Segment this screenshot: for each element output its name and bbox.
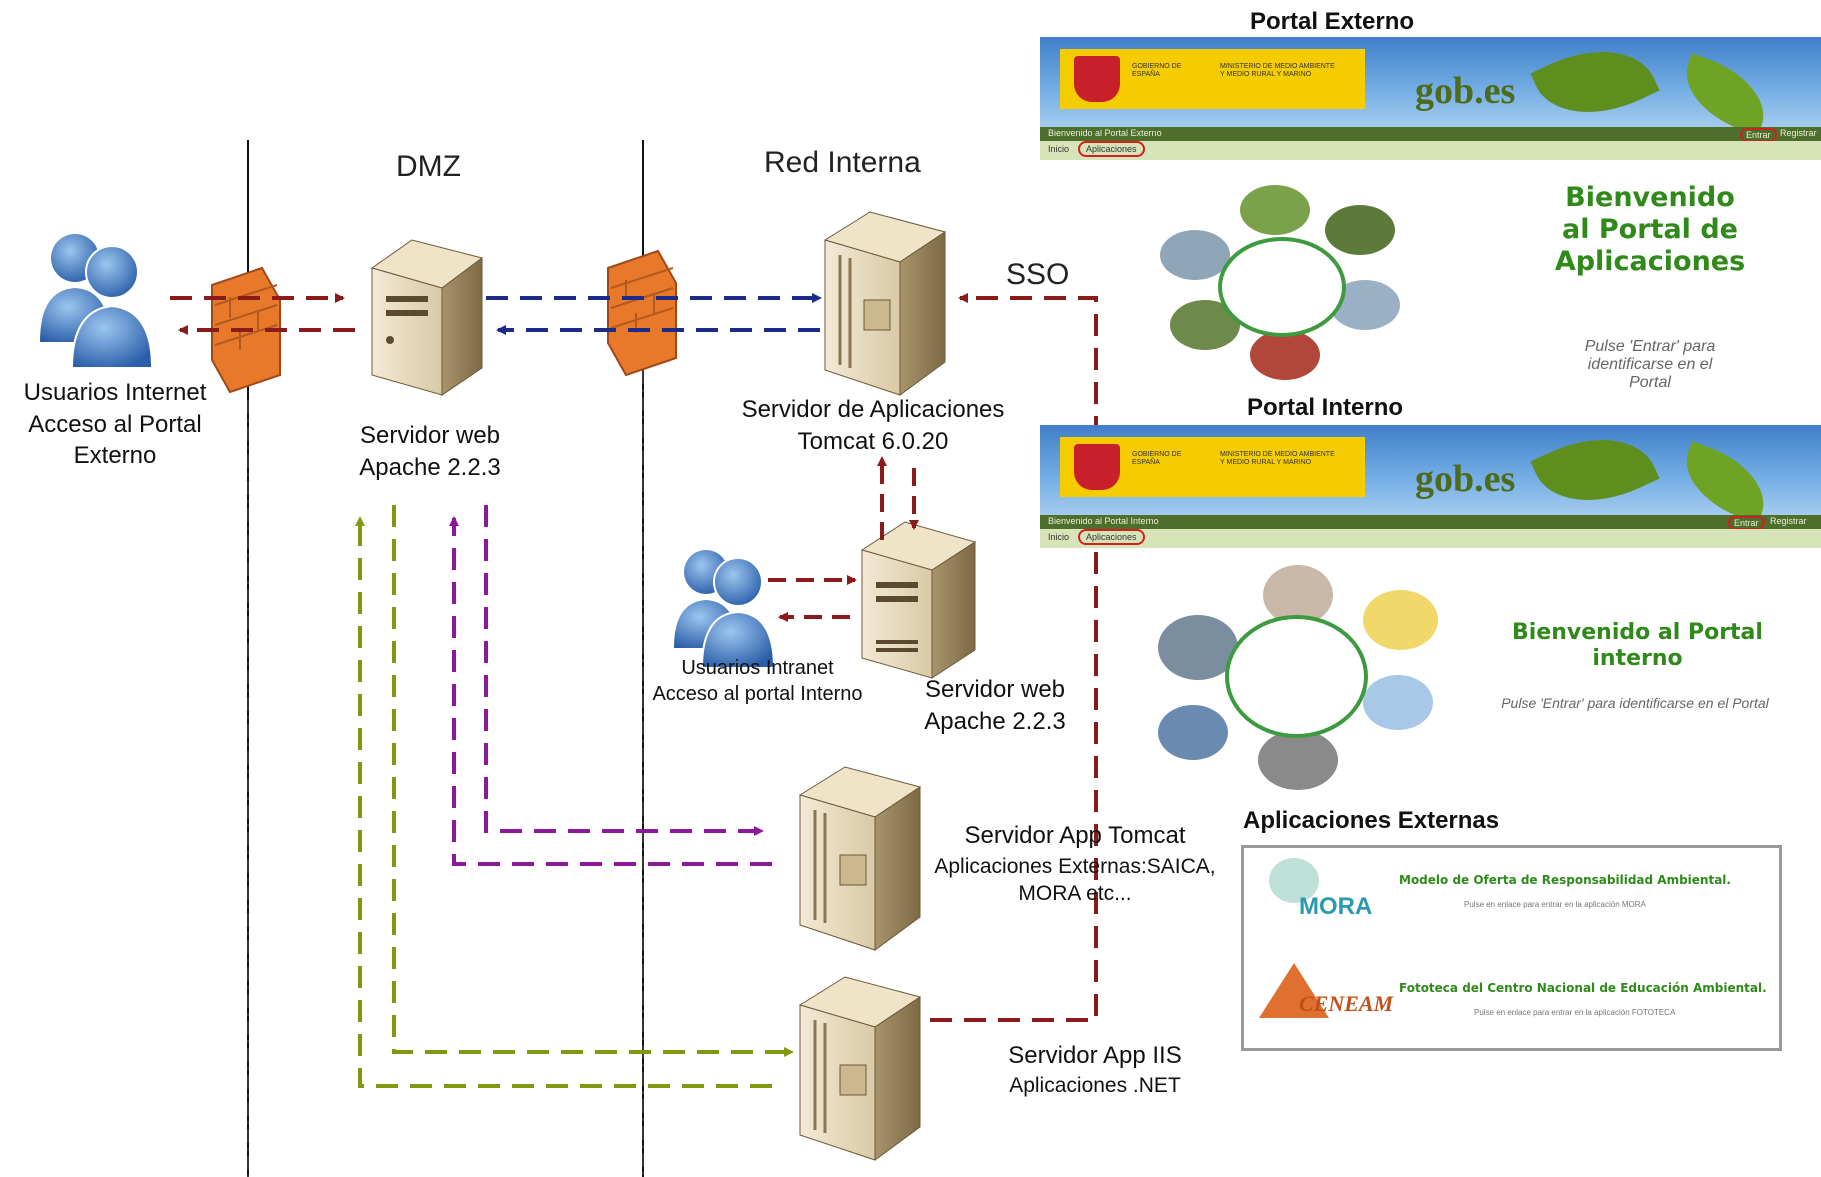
servidor-aplicaciones-label: Servidor de Aplicaciones Tomcat 6.0.20	[741, 396, 1005, 455]
portal-nav-bar: Bienvenido al Portal Interno Entrar Regi…	[1040, 515, 1821, 530]
ceneam-logo[interactable]: CENEAM	[1254, 963, 1394, 1038]
servidor-web-interno-label: Servidor web Apache 2.2.3	[924, 676, 1066, 735]
photo-thumbnail	[1158, 615, 1238, 680]
photo-thumbnail	[1363, 675, 1433, 730]
link-sso	[930, 293, 1098, 1022]
crumb-apps-link[interactable]: Aplicaciones	[1078, 141, 1145, 157]
servidor-app-tomcat-label: Servidor App Tomcat	[964, 822, 1186, 849]
portal-externo-banner: GOBIERNO DE ESPAÑA MINISTERIO DE MEDIO A…	[1040, 37, 1821, 160]
portal-breadcrumb: Inicio Aplicaciones	[1040, 529, 1821, 548]
link-dmz-to-tomcat-apps	[449, 505, 772, 866]
mora-logo[interactable]: MORA	[1259, 858, 1379, 928]
ministry-text: MINISTERIO DE MEDIO AMBIENTE Y MEDIO RUR…	[1220, 451, 1335, 467]
center-ring	[1225, 615, 1368, 738]
web-server-internal-icon	[860, 521, 977, 679]
aplicaciones-externas-panel: MORA Modelo de Oferta de Responsabilidad…	[1241, 845, 1782, 1051]
zone-label-dmz: DMZ	[396, 150, 461, 183]
center-ring	[1218, 237, 1346, 337]
leaf-icon	[1530, 37, 1660, 137]
app-link-mora[interactable]: Modelo de Oferta de Responsabilidad Ambi…	[1399, 873, 1731, 887]
photo-thumbnail	[1240, 185, 1310, 235]
firewall-icon	[607, 249, 677, 377]
entrar-link[interactable]: Entrar	[1740, 128, 1777, 142]
usuarios-intranet-label: Usuarios Intranet Acceso al portal Inter…	[652, 657, 863, 705]
aplicaciones-externas-title: Aplicaciones Externas	[1243, 807, 1500, 834]
photo-thumbnail	[1363, 590, 1438, 650]
app-server-tomcat-main-icon	[823, 211, 947, 396]
coat-of-arms-icon	[1074, 56, 1120, 102]
gov-text: GOBIERNO DE ESPAÑA	[1132, 451, 1182, 467]
government-logo: GOBIERNO DE ESPAÑA MINISTERIO DE MEDIO A…	[1060, 49, 1365, 109]
photo-thumbnail	[1325, 205, 1395, 255]
registrar-link[interactable]: Registrar	[1780, 128, 1817, 138]
photo-thumbnail	[1258, 730, 1338, 790]
portal-externo-welcome: Bienvenido al Portal de Aplicaciones	[1554, 182, 1746, 277]
app-hint-ceneam: Pulse en enlace para entrar en la aplica…	[1474, 1008, 1676, 1017]
leaf-icon	[1673, 53, 1777, 136]
entrar-link[interactable]: Entrar	[1728, 516, 1765, 530]
crumb-home-link[interactable]: Inicio	[1048, 144, 1070, 154]
link-dmz-to-iis-apps	[355, 505, 794, 1088]
portal-interno-banner: GOBIERNO DE ESPAÑA MINISTERIO DE MEDIO A…	[1040, 425, 1821, 548]
users-internet-icon	[40, 234, 154, 369]
government-logo: GOBIERNO DE ESPAÑA MINISTERIO DE MEDIO A…	[1060, 437, 1365, 497]
portal-nav-bar: Bienvenido al Portal Externo Entrar Regi…	[1040, 127, 1821, 142]
servidor-web-dmz-label: Servidor web Apache 2.2.3	[359, 422, 501, 481]
link-internet-to-dmz	[170, 293, 355, 335]
servidor-app-tomcat-sub: Aplicaciones Externas:SAICA, MORA etc...	[934, 855, 1216, 906]
ministry-text: MINISTERIO DE MEDIO AMBIENTE Y MEDIO RUR…	[1220, 63, 1335, 79]
gobes-brand: gob.es	[1415, 458, 1516, 500]
servidor-app-iis-label: Servidor App IIS	[1008, 1042, 1182, 1069]
app-hint-mora: Pulse en enlace para entrar en la aplica…	[1464, 900, 1646, 909]
portal-externo-collage	[1160, 185, 1400, 385]
gobes-brand: gob.es	[1415, 70, 1516, 112]
link-app-server-internal-web	[877, 456, 919, 540]
app-link-ceneam[interactable]: Fototeca del Centro Nacional de Educació…	[1399, 981, 1767, 995]
photo-thumbnail	[1250, 330, 1320, 380]
portal-breadcrumb: Inicio Aplicaciones	[1040, 141, 1821, 160]
crumb-apps-link[interactable]: Aplicaciones	[1078, 529, 1145, 545]
leaf-icon	[1673, 441, 1777, 524]
leaf-icon	[1530, 425, 1660, 525]
app-server-tomcat-icon	[798, 766, 922, 951]
link-intranet-to-web	[768, 575, 857, 622]
portal-externo-title: Portal Externo	[1250, 8, 1415, 35]
photo-thumbnail	[1160, 230, 1230, 280]
app-server-iis-icon	[798, 976, 922, 1161]
zone-label-red-interna: Red Interna	[764, 146, 921, 179]
portal-externo-hint: Pulse 'Entrar' para identificarse en el …	[1584, 338, 1716, 391]
web-server-dmz-icon	[370, 239, 484, 396]
users-intranet-icon	[674, 550, 776, 669]
coat-of-arms-icon	[1074, 444, 1120, 490]
portal-interno-title: Portal Interno	[1247, 394, 1404, 421]
crumb-home-link[interactable]: Inicio	[1048, 532, 1070, 542]
gov-text: GOBIERNO DE ESPAÑA	[1132, 63, 1182, 79]
zone-centerlines	[247, 370, 644, 1177]
portal-interno-welcome: Bienvenido al Portal interno	[1512, 620, 1763, 672]
portal-interno-collage	[1158, 565, 1438, 790]
sso-label: SSO	[1006, 258, 1070, 291]
nav-welcome-text: Bienvenido al Portal Externo	[1048, 128, 1162, 138]
link-dmz-to-app-server	[486, 293, 822, 335]
usuarios-internet-label: Usuarios Internet Acceso al Portal Exter…	[23, 379, 207, 470]
photo-thumbnail	[1158, 705, 1228, 760]
nav-welcome-text: Bienvenido al Portal Interno	[1048, 516, 1159, 526]
servidor-app-iis-sub: Aplicaciones .NET	[1009, 1074, 1181, 1097]
registrar-link[interactable]: Registrar	[1770, 516, 1807, 526]
portal-interno-hint: Pulse 'Entrar' para identificarse en el …	[1501, 695, 1769, 711]
